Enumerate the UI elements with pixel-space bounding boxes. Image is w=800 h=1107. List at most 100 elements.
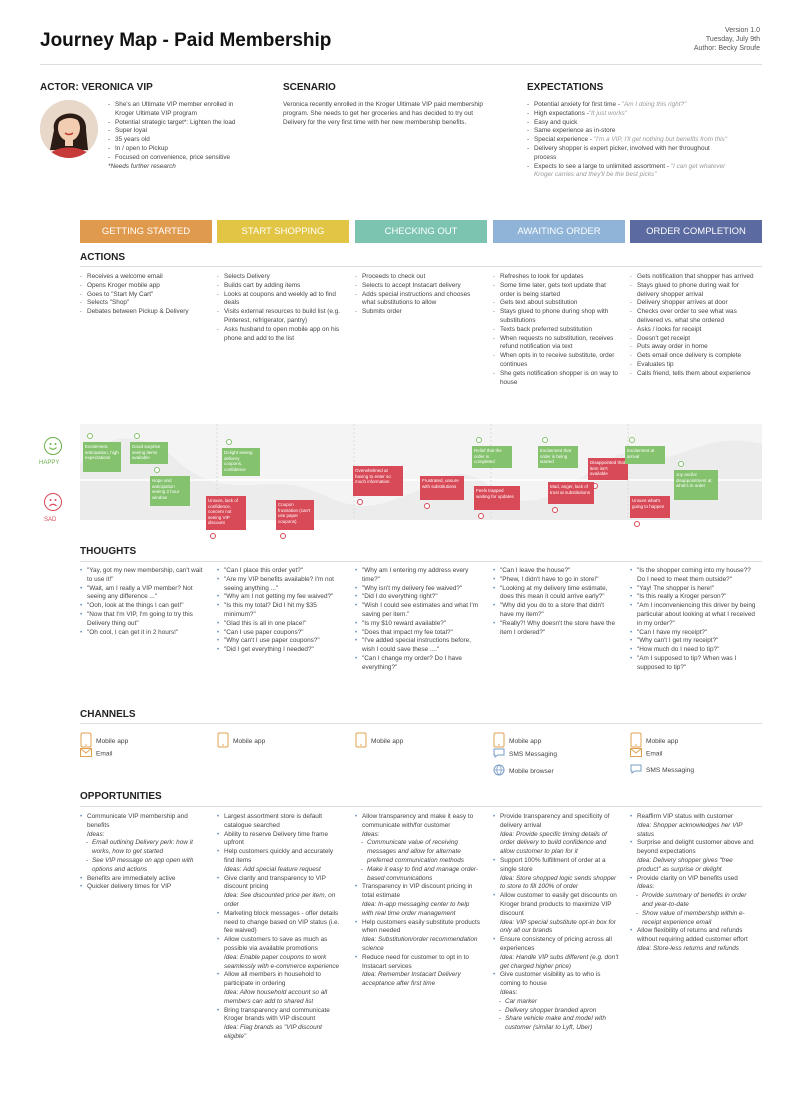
page-title: Journey Map - Paid Membership — [40, 30, 332, 51]
opportunity-item: Idea: VIP special substitute opt-in box … — [500, 918, 616, 935]
action-item: Builds cart by adding items — [217, 282, 343, 291]
emotion-card: Mad, anger, lack of trust at substitutio… — [548, 482, 594, 504]
action-item: Gets email once delivery is complete — [630, 352, 756, 361]
emotion-marker — [629, 437, 635, 443]
action-item: Selects Delivery — [217, 273, 343, 282]
opportunity-item: Reduce need for customer to opt in to In… — [355, 954, 481, 972]
action-item: Selects "Shop" — [80, 299, 206, 308]
opportunity-item: Make it easy to find and manage order-ba… — [355, 866, 481, 884]
thoughts-list: "Why am I entering my address every time… — [355, 567, 481, 673]
expectation-item: Same experience as in-store — [527, 127, 727, 136]
thought-item: "Is this really a Kroger person?" — [630, 593, 756, 602]
thought-item: "Wish I could see estimates and what I'm… — [355, 602, 481, 620]
action-item: Goes to "Start My Cart" — [80, 291, 206, 300]
opportunity-item: Idea: Enable paper coupons to work seaml… — [224, 953, 340, 970]
opportunities-list: Allow transparency and make it easy to c… — [355, 813, 481, 989]
thought-item: "Can I place this order yet?" — [217, 567, 343, 576]
opportunity-item: Idea: Store shopped logic sends shopper … — [500, 874, 617, 891]
action-item: When opts in to receive substitute, orde… — [493, 352, 619, 370]
action-item: Doesn't get receipt — [630, 335, 756, 344]
action-item: Asks / looks for receipt — [630, 326, 756, 335]
header-divider — [40, 64, 762, 65]
thought-item: "Does that impact my fee total?" — [355, 629, 481, 638]
thought-item: "I've added special instructions before,… — [355, 637, 481, 655]
opportunity-item: Provide transparency and specificity of … — [493, 813, 619, 831]
opportunity-item: Quicker delivery times for VIP — [80, 883, 206, 892]
thought-item: "Why am I entering my address every time… — [355, 567, 481, 585]
opportunity-item: Communicate value of receiving messages … — [355, 839, 481, 865]
channel-label: SMS Messaging — [509, 750, 558, 758]
opportunity-item: Ideas: — [362, 830, 380, 838]
actor-list: She's an Ultimate VIP member enrolled in… — [108, 101, 254, 163]
emotion-chart: Excitement, anticipation, high expectati… — [80, 424, 762, 539]
action-item: Debates between Pickup & Delivery — [80, 308, 206, 317]
happy-label: HAPPY — [39, 460, 60, 466]
opportunities-list: Largest assortment store is default cata… — [217, 813, 343, 1042]
opportunity-item: Give clarity and transparency to VIP dis… — [217, 875, 343, 893]
emotion-card: Disappointed that item isn't available — [588, 458, 628, 480]
sad-face-icon — [44, 493, 62, 511]
channels-divider — [80, 723, 762, 724]
expectation-quote: "I can get whatever Kroger carries and t… — [534, 162, 726, 179]
thoughts-list: "Yay, got my new membership, can't wait … — [80, 567, 206, 637]
action-item: When requests no substitution, receives … — [493, 335, 619, 353]
opportunity-item: Allow flexibility of returns and refunds… — [630, 927, 756, 945]
expectation-text: Easy and quick — [534, 118, 578, 126]
thought-item: "Can I use paper coupons?" — [217, 629, 343, 638]
sad-label: SAD — [44, 517, 57, 523]
opportunity-item: Largest assortment store is default cata… — [217, 813, 343, 831]
emotion-marker — [678, 461, 684, 467]
channel-label: Mobile app — [371, 737, 404, 745]
thoughts-list: "Is the shopper coming into my house?? D… — [630, 567, 756, 673]
actions-column-5: Gets notification that shopper has arriv… — [630, 273, 756, 379]
action-item: Delivery shopper arrives at door — [630, 299, 756, 308]
opportunities-list: Communicate VIP membership and benefitsI… — [80, 813, 206, 892]
action-item: Opens Kroger mobile app — [80, 282, 206, 291]
action-item: Refreshes to look for updates — [493, 273, 619, 282]
channels-heading: CHANNELS — [80, 709, 136, 720]
browser-icon — [493, 764, 505, 778]
channel-label: SMS Messaging — [646, 766, 695, 774]
thought-item: "Did I get everything I needed?" — [217, 646, 343, 655]
emotion-card: Good surprise seeing items available — [130, 442, 168, 464]
scenario-text: Veronica recently enrolled in the Kroger… — [283, 101, 483, 126]
emotion-marker — [357, 499, 363, 505]
expectation-item: Potential anxiety for first time - "Am I… — [527, 101, 727, 110]
thought-item: "Yay, got my new membership, can't wait … — [80, 567, 206, 585]
actions-column-1: Receives a welcome emailOpens Kroger mob… — [80, 273, 206, 317]
action-item: Receives a welcome email — [80, 273, 206, 282]
opportunity-item: Idea: Flag brands as "VIP discount eligi… — [224, 1024, 322, 1040]
thought-item: "Really?! Why doesn't the store have the… — [493, 620, 619, 638]
emotion-marker — [87, 433, 93, 439]
emotion-marker — [154, 467, 160, 473]
thought-item: "Phew, I didn't have to go in store!" — [493, 576, 619, 585]
thought-item: "Why am I not getting my fee waived?" — [217, 593, 343, 602]
emotion-card: Coupon frustration (can't use paper coup… — [276, 500, 314, 530]
emotion-marker — [634, 521, 640, 527]
thought-item: "Why can't I get my receipt?" — [630, 637, 756, 646]
thought-item: "Is my $10 reward available?" — [355, 620, 481, 629]
action-item: Submits order — [355, 308, 481, 317]
actor-note: *Needs further research — [108, 162, 176, 170]
channel-item: Mobile app — [355, 732, 403, 750]
emotion-card: Feels trapped waiting for updates — [474, 486, 520, 510]
opportunity-item: Idea: Store-less returns and refunds — [637, 944, 739, 952]
opportunity-item: Idea: In-app messaging center to help wi… — [362, 900, 470, 917]
actions-list: Selects DeliveryBuilds cart by adding it… — [217, 273, 343, 343]
opportunities-list: Provide transparency and specificity of … — [493, 813, 619, 1033]
actions-column-3: Proceeds to check outSelects to accept I… — [355, 273, 481, 317]
expectation-quote: "Am I doing this right?" — [621, 101, 687, 108]
thought-item: "Looking at my delivery time estimate, d… — [493, 585, 619, 603]
opportunity-item: Provide clarity on VIP benefits used — [630, 875, 756, 884]
action-item: Gets notification that shopper has arriv… — [630, 273, 756, 282]
opportunity-item: Bring transparency and communicate Kroge… — [217, 1007, 343, 1025]
opportunity-item: See VIP message on app open with options… — [80, 857, 206, 875]
emotion-card: Relief that the order is completed — [472, 446, 512, 468]
emotion-marker — [552, 507, 558, 513]
opportunity-item: Idea: Delivery shopper gives "free produ… — [637, 856, 733, 873]
thought-item: "Is the shopper coming into my house?? D… — [630, 567, 756, 585]
channel-item: Mobile app — [630, 732, 678, 750]
channel-item: Mobile app — [80, 732, 128, 750]
